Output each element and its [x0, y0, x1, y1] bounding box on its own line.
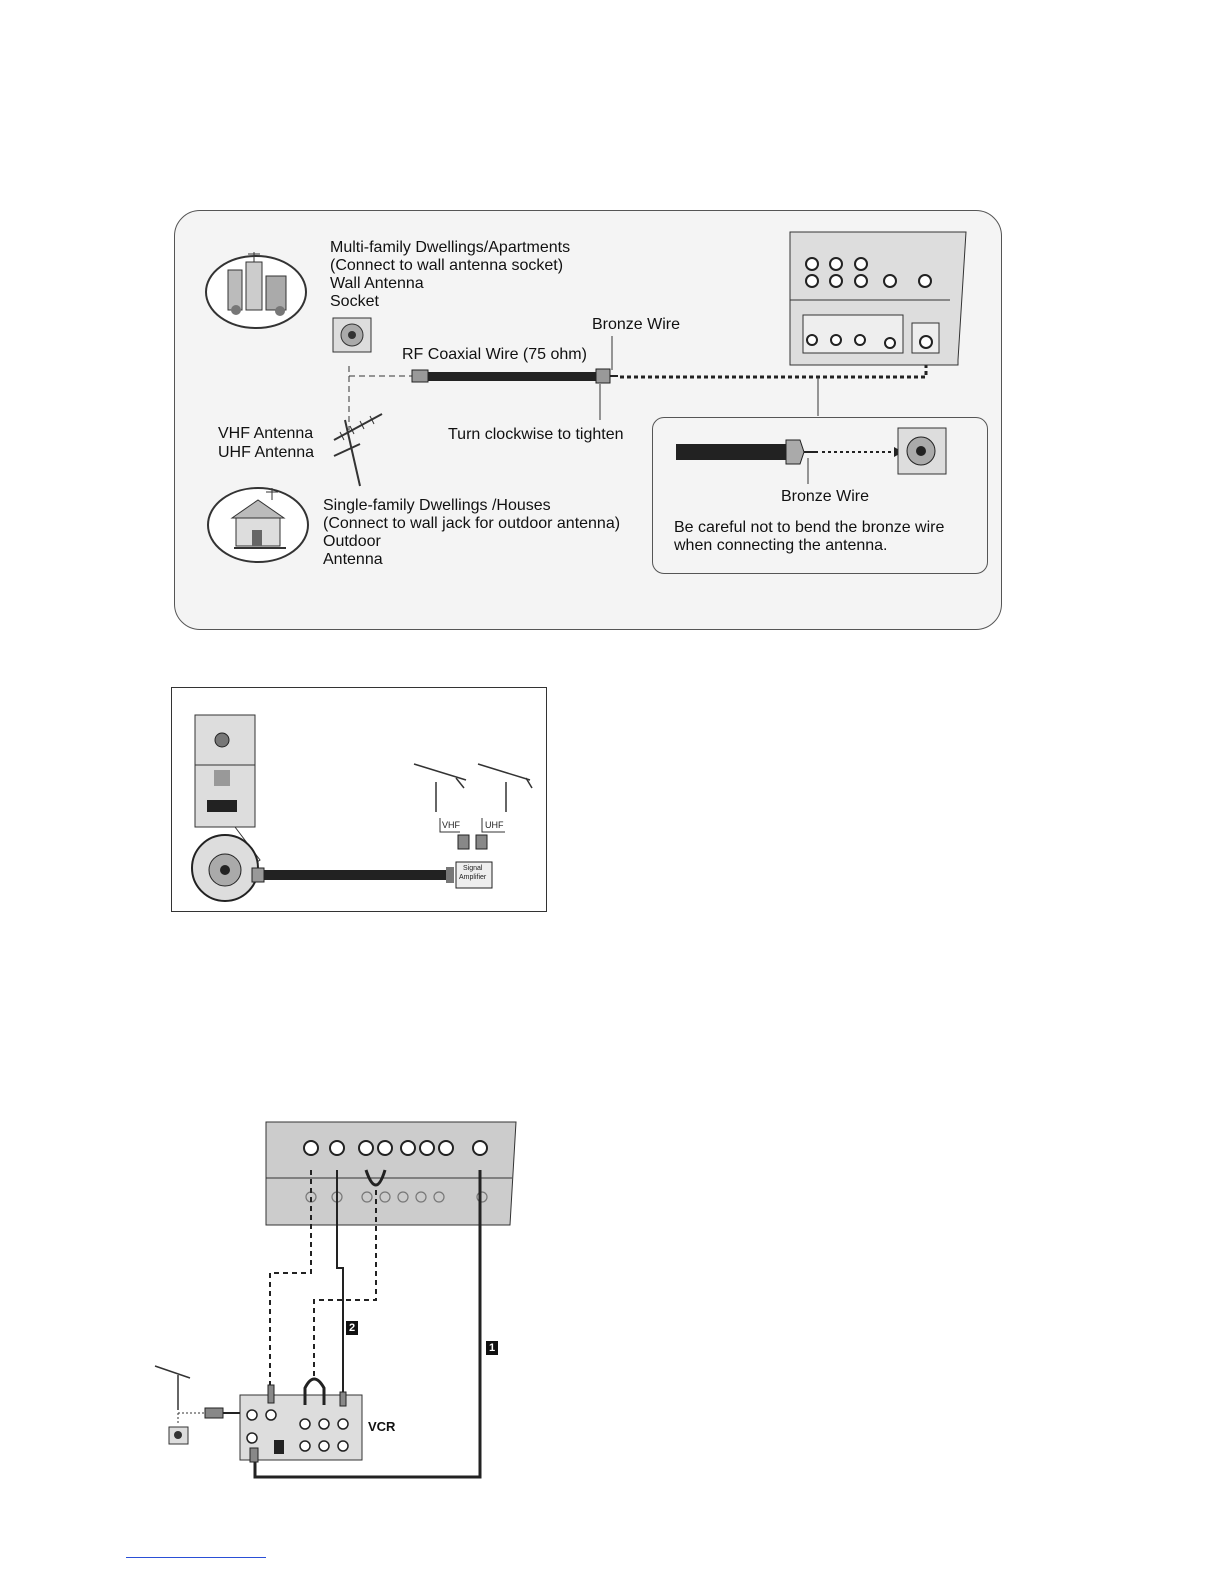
apartments-title: Multi-family Dwellings/Apartments — [330, 239, 571, 256]
uhf-antenna-label: UHF Antenna — [218, 444, 315, 461]
vcr-label: VCR — [368, 1419, 396, 1434]
wall-socket-label-2: Socket — [330, 293, 379, 310]
antenna-label: Antenna — [323, 551, 383, 568]
vhf-uhf-antenna — [333, 413, 383, 487]
coax-wire-label: RF Coaxial Wire (75 ohm) — [402, 346, 587, 363]
footer-link-underline — [126, 1557, 266, 1558]
uhf-label: UHF — [485, 820, 504, 830]
vhf-antenna-label: VHF Antenna — [218, 425, 314, 442]
bend-warning-line1: Be careful not to bend the bronze wire — [674, 519, 945, 536]
apartments-subtitle: (Connect to wall antenna socket) — [330, 257, 564, 274]
apartments-illustration — [205, 252, 307, 329]
wall-socket-label-1: Wall Antenna — [330, 275, 424, 292]
callout-bronze-wire-label: Bronze Wire — [781, 488, 870, 505]
cable-2-badge: 2 — [346, 1321, 358, 1335]
houses-label: Single-family Dwellings /Houses (Connect… — [323, 497, 620, 569]
houses-title: Single-family Dwellings /Houses — [323, 497, 551, 514]
cable-1-badge: 1 — [486, 1341, 498, 1355]
bend-warning-line2: when connecting the antenna. — [674, 537, 888, 554]
house-illustration — [207, 487, 309, 563]
houses-subtitle: (Connect to wall jack for outdoor antenn… — [323, 515, 621, 532]
bend-warning: Be careful not to bend the bronze wire w… — [674, 519, 944, 555]
coax-cable — [411, 368, 618, 384]
vhf-label: VHF — [442, 820, 460, 830]
tv-back-panel — [789, 231, 967, 366]
tighten-label: Turn clockwise to tighten — [448, 426, 624, 443]
amplifier-label-1: Signal — [463, 865, 483, 872]
bronze-wire-callout — [652, 417, 988, 574]
amplifier-label-2: Amplifier — [459, 874, 487, 881]
bronze-wire-label: Bronze Wire — [592, 316, 681, 333]
wall-socket-icon — [332, 317, 372, 353]
outdoor-label: Outdoor — [323, 533, 381, 550]
apartments-label: Multi-family Dwellings/Apartments (Conne… — [330, 239, 570, 311]
